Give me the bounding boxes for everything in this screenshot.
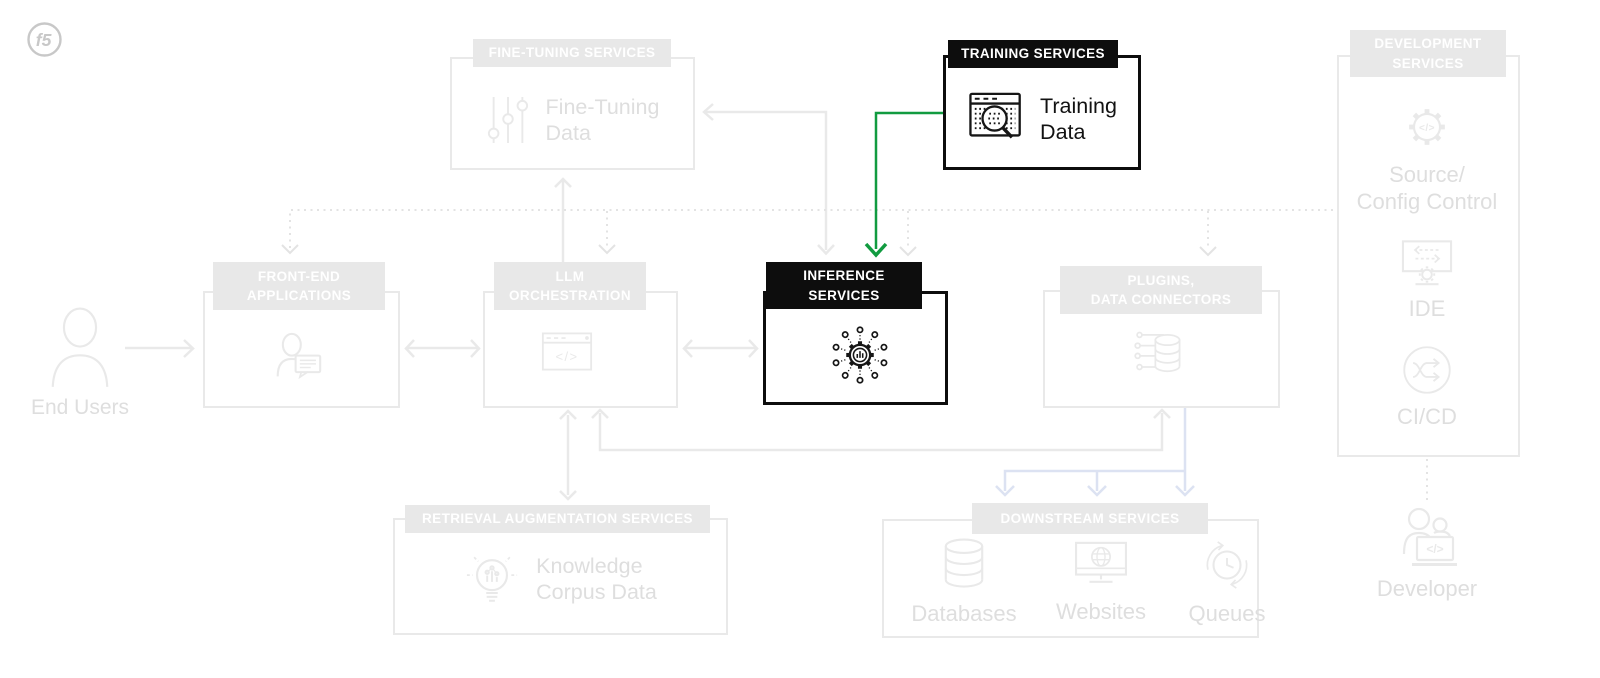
svg-text:</>: </> xyxy=(556,349,579,364)
ide-label: IDE xyxy=(1408,296,1446,321)
front-end-content xyxy=(270,322,325,392)
front-end-applications-header: FRONT-END APPLICATIONS xyxy=(213,262,385,310)
source-config-control-label: Source/ Config Control xyxy=(1356,162,1498,214)
ide-monitor-icon xyxy=(1399,238,1455,288)
cicd-arrows-icon xyxy=(1401,344,1453,396)
fine-tuning-data-label: Fine-Tuning Data xyxy=(545,95,660,145)
fine-tuning-content: Fine-Tuning Data xyxy=(455,80,690,160)
svg-text:</>: </> xyxy=(1419,123,1435,134)
llm-orchestration-content: </> xyxy=(541,330,593,372)
downstream-connectors xyxy=(995,408,1195,497)
faded-connectors xyxy=(125,103,1171,501)
dev-item-source-control: </> Source/ Config Control xyxy=(1342,100,1512,215)
plugins-data-connectors-header: PLUGINS, DATA CONNECTORS xyxy=(1060,266,1262,314)
f5-logo-icon: f5 xyxy=(27,22,62,57)
dotted-connectors xyxy=(289,209,1428,501)
downstream-item-websites: Websites xyxy=(1041,540,1161,625)
website-monitor-icon xyxy=(1073,540,1129,588)
data-connector-icon xyxy=(1133,327,1187,381)
table-search-icon xyxy=(968,91,1026,147)
developer-label: Developer xyxy=(1376,576,1478,601)
dev-item-ide: IDE xyxy=(1342,238,1512,322)
code-window-icon: </> xyxy=(541,331,593,372)
inference-hub-icon xyxy=(829,324,891,386)
training-services-header: TRAINING SERVICES xyxy=(948,40,1118,68)
training-data-label: Training Data xyxy=(1040,94,1117,144)
development-services-header: DEVELOPMENT SERVICES xyxy=(1350,30,1506,77)
plugins-content xyxy=(1133,326,1187,382)
person-chat-icon xyxy=(270,332,325,383)
inference-content xyxy=(829,324,891,386)
end-users-label: End Users xyxy=(30,396,130,419)
svg-text:f5: f5 xyxy=(36,30,52,50)
websites-label: Websites xyxy=(1055,599,1147,624)
llm-orchestration-header: LLM ORCHESTRATION xyxy=(494,262,646,310)
dotted-arrowheads xyxy=(281,244,1217,257)
developer-icon: </> xyxy=(1394,506,1460,568)
f5-logo: f5 xyxy=(26,21,63,58)
training-content: Training Data xyxy=(945,78,1140,160)
fine-tuning-services-box xyxy=(450,57,695,170)
cicd-label: CI/CD xyxy=(1397,404,1457,429)
queue-clock-icon xyxy=(1200,538,1254,592)
queues-label: Queues xyxy=(1188,601,1266,626)
downstream-item-queues: Queues xyxy=(1167,538,1287,627)
end-users-actor: End Users xyxy=(20,305,140,421)
developer-actor: </> Developer xyxy=(1352,506,1502,602)
bulb-chart-icon xyxy=(464,549,520,609)
training-to-inference-arrow xyxy=(864,111,943,258)
databases-label: Databases xyxy=(911,601,1017,626)
retrieval-augmentation-header: RETRIEVAL AUGMENTATION SERVICES xyxy=(405,505,710,533)
knowledge-corpus-label: Knowledge Corpus Data xyxy=(536,554,657,604)
front-end-applications-box xyxy=(203,291,400,408)
database-icon xyxy=(941,536,987,592)
inference-services-header: INFERENCE SERVICES xyxy=(766,262,922,309)
downstream-services-header: DOWNSTREAM SERVICES xyxy=(972,503,1208,534)
fine-tuning-services-header: FINE-TUNING SERVICES xyxy=(473,39,671,67)
downstream-item-databases: Databases xyxy=(904,536,1024,627)
gear-code-icon: </> xyxy=(1400,100,1454,154)
person-icon xyxy=(44,305,116,389)
sliders-icon xyxy=(486,94,530,146)
svg-text:</>: </> xyxy=(1426,542,1443,556)
retrieval-content: Knowledge Corpus Data xyxy=(398,538,723,620)
dev-item-cicd: CI/CD xyxy=(1342,344,1512,430)
